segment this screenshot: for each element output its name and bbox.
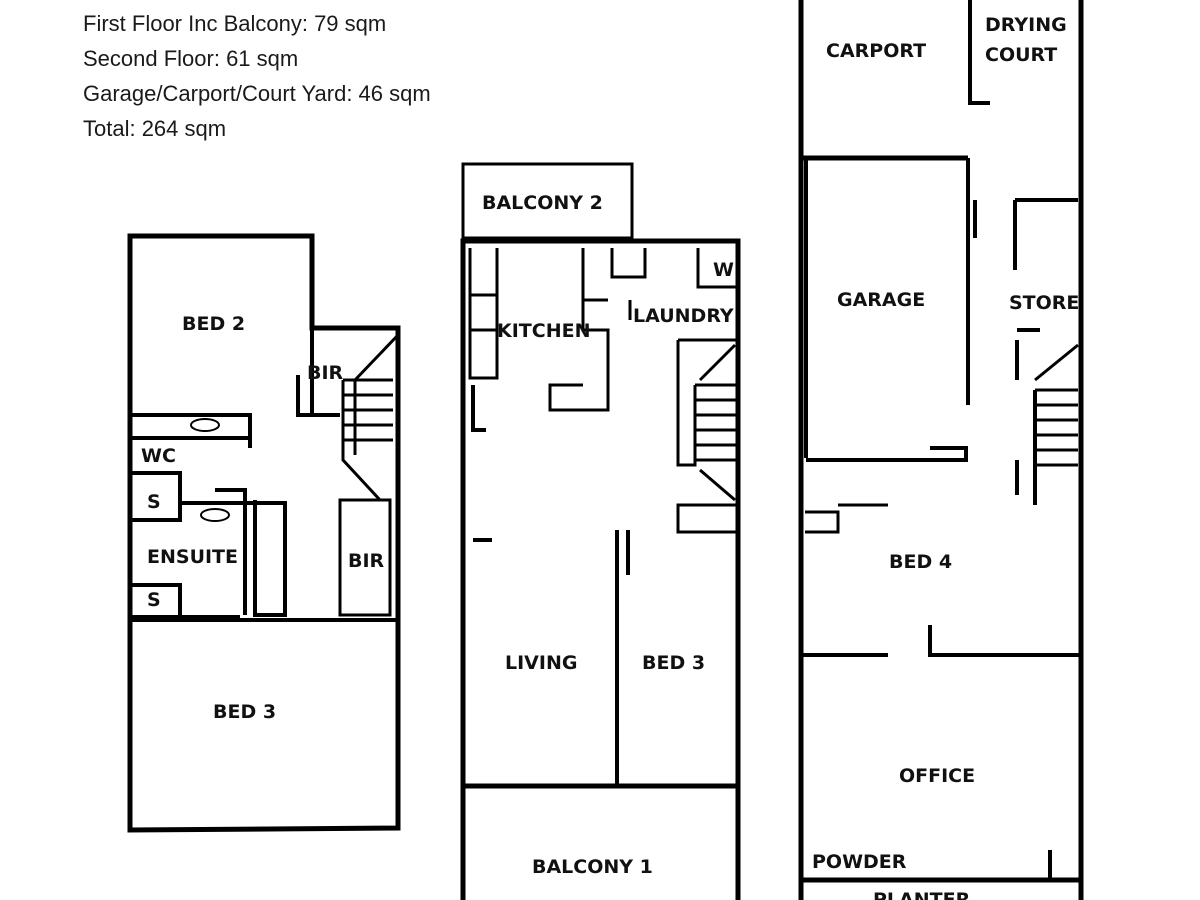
washer: W (713, 259, 734, 281)
area-planter: PLANTER (873, 889, 971, 900)
room-laundry: LAUNDRY (633, 305, 734, 327)
room-kitchen: KITCHEN (497, 320, 590, 342)
area-drying-court-1: DRYING (985, 14, 1067, 36)
room-balcony2: BALCONY 2 (482, 192, 603, 214)
room-bed4: BED 4 (889, 551, 952, 573)
room-bed2: BED 2 (182, 313, 245, 335)
second-floor-plan: BED 2 BIR WC S ENSUITE S BIR BED 3 (127, 233, 401, 833)
shower-1: S (147, 491, 161, 513)
room-balcony1: BALCONY 1 (532, 856, 653, 878)
room-office: OFFICE (899, 765, 975, 787)
room-bed3: BED 3 (642, 652, 705, 674)
first-floor-plan: BALCONY 2 KITCHEN LAUNDRY W LIVING BED 3… (460, 162, 741, 900)
ground-floor-plan: CARPORT DRYING COURT GARAGE STORE BED 4 … (798, 0, 1084, 900)
area-garage: Garage/Carport/Court Yard: 46 sqm (83, 81, 431, 106)
area-drying-court-2: COURT (985, 44, 1057, 66)
shower-2: S (147, 589, 161, 611)
area-summary: First Floor Inc Balcony: 79 sqm Second F… (83, 6, 431, 146)
room-bir-2: BIR (348, 550, 385, 572)
room-bir: BIR (307, 362, 344, 384)
room-wc: WC (141, 445, 176, 467)
area-second-floor: Second Floor: 61 sqm (83, 46, 299, 71)
area-total: Total: 264 sqm (83, 116, 227, 141)
room-garage: GARAGE (837, 289, 925, 311)
room-ensuite: ENSUITE (147, 546, 238, 568)
area-carport: CARPORT (826, 40, 926, 62)
room-bed3-upper: BED 3 (213, 701, 276, 723)
room-store: STORE (1009, 292, 1079, 314)
room-living: LIVING (505, 652, 577, 674)
area-first-floor: First Floor Inc Balcony: 79 sqm (83, 11, 387, 36)
room-powder: POWDER (812, 851, 907, 873)
